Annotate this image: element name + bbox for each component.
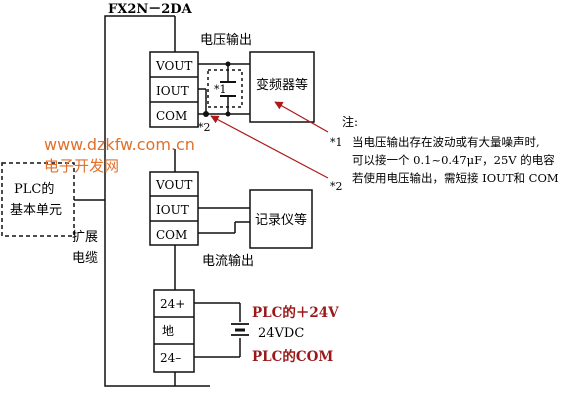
note-2-mark: *2 xyxy=(330,180,343,193)
note-mark-2: *2 xyxy=(198,121,211,134)
terminal-24-minus: 24– xyxy=(160,351,181,365)
module-model: FX2N－2DA xyxy=(108,2,193,17)
plc-unit-line-2: 基本单元 xyxy=(10,203,62,218)
junction-dot xyxy=(225,61,231,67)
terminal-ground: 地 xyxy=(162,324,174,338)
junction-dot xyxy=(203,111,209,117)
terminal-vout: VOUT xyxy=(155,59,192,73)
voltage-terminal-block: VOUT IOUT COM xyxy=(149,51,199,128)
current-output-label: 电流输出 xyxy=(202,253,254,269)
note-leaders xyxy=(210,101,329,179)
module-outline xyxy=(104,15,210,387)
note-1-line-1: 当电压输出存在波动或有大量噪声时, xyxy=(352,135,540,149)
terminal-24-plus: 24+ xyxy=(160,297,185,311)
capacitor-symbol xyxy=(220,81,236,97)
power-wiring xyxy=(194,302,241,358)
terminal-vout: VOUT xyxy=(155,178,192,192)
note-1-line-2: 可以接一个 0.1~0.47μF，25V 的电容 xyxy=(352,153,555,167)
power-voltage-label: 24VDC xyxy=(258,326,304,341)
note-mark-1: *1 xyxy=(214,83,227,96)
notes-title: 注: xyxy=(342,114,358,129)
recorder-box xyxy=(249,189,313,249)
power-terminal-block: 24+ 地 24– xyxy=(153,289,195,373)
terminal-iout: IOUT xyxy=(156,84,189,98)
terminal-com: COM xyxy=(156,109,187,123)
battery-symbol xyxy=(231,323,249,336)
power-plus-label: PLC的＋24V xyxy=(252,304,339,321)
inverter-label: 变频器等 xyxy=(256,77,308,93)
current-terminal-block: VOUT IOUT COM xyxy=(149,171,199,246)
inverter-box xyxy=(249,51,315,123)
note-2-line-1: 若使用电压输出，需短接 IOUT和 COM xyxy=(352,171,559,185)
note-1-mark: *1 xyxy=(330,136,343,149)
terminal-iout: IOUT xyxy=(156,203,189,217)
power-minus-label: PLC的COM xyxy=(252,348,333,365)
ext-cable-line-1: 扩展 xyxy=(72,230,98,245)
current-wiring xyxy=(198,207,250,234)
junction-dot xyxy=(225,111,231,117)
notes-panel: 注: *1 当电压输出存在波动或有大量噪声时, 可以接一个 0.1~0.47μF… xyxy=(330,114,559,193)
recorder-label: 记录仪等 xyxy=(255,212,307,228)
watermark-site: 电子开发网 xyxy=(44,157,119,175)
watermark-url: www.dzkfw.com.cn xyxy=(44,135,195,154)
plc-unit-line-1: PLC的 xyxy=(14,181,54,197)
voltage-output-label: 电压输出 xyxy=(200,32,252,48)
terminal-com: COM xyxy=(156,228,187,242)
ext-cable-line-2: 电缆 xyxy=(72,250,98,266)
